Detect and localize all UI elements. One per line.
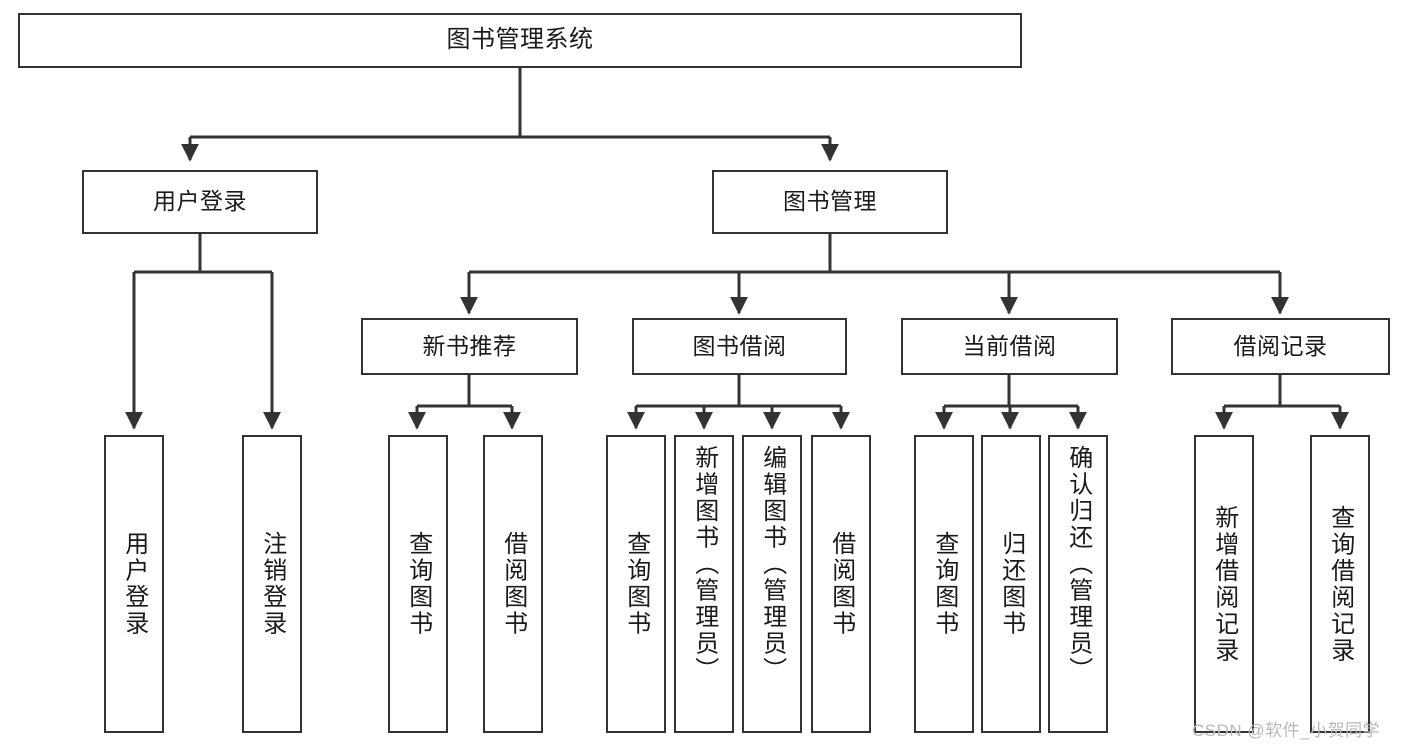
leaf-add-record[interactable]: 新增借阅记录 xyxy=(1194,435,1254,733)
leaf-edit-book-label: 编辑图书（管理员） xyxy=(758,445,786,684)
leaf-query-book-3-label: 查询图书 xyxy=(930,531,958,637)
leaf-query-record-label: 查询借阅记录 xyxy=(1326,504,1354,664)
node-current-borrow-label: 当前借阅 xyxy=(962,332,1057,359)
node-root-label: 图书管理系统 xyxy=(446,26,594,54)
node-borrow-record-label: 借阅记录 xyxy=(1233,332,1328,359)
leaf-return-book[interactable]: 归还图书 xyxy=(981,435,1041,733)
leaf-logout-login-label: 注销登录 xyxy=(258,531,286,637)
leaf-query-book-3[interactable]: 查询图书 xyxy=(914,435,974,733)
csdn-watermark: CSDN @软件_小贺同学 xyxy=(1192,721,1381,740)
leaf-add-book-label: 新增图书（管理员） xyxy=(690,445,718,684)
leaf-borrow-book-2-label: 借阅图书 xyxy=(827,531,855,637)
leaf-borrow-book-1-label: 借阅图书 xyxy=(499,531,527,637)
node-book-borrow-label: 图书借阅 xyxy=(692,332,787,359)
leaf-borrow-book-2[interactable]: 借阅图书 xyxy=(811,435,871,733)
leaf-add-record-label: 新增借阅记录 xyxy=(1210,504,1238,664)
node-user-login[interactable]: 用户登录 xyxy=(82,170,318,234)
leaf-confirm-return-label: 确认归还（管理员） xyxy=(1064,445,1092,684)
leaf-query-book-2-label: 查询图书 xyxy=(622,531,650,637)
leaf-return-book-label: 归还图书 xyxy=(997,531,1025,637)
leaf-logout-login[interactable]: 注销登录 xyxy=(242,435,302,733)
leaf-confirm-return[interactable]: 确认归还（管理员） xyxy=(1048,435,1108,733)
node-book-manage-label: 图书管理 xyxy=(783,188,877,215)
node-current-borrow[interactable]: 当前借阅 xyxy=(901,318,1118,375)
leaf-query-book-1[interactable]: 查询图书 xyxy=(388,435,448,733)
node-borrow-record[interactable]: 借阅记录 xyxy=(1171,318,1390,375)
node-book-borrow[interactable]: 图书借阅 xyxy=(632,318,847,375)
leaf-borrow-book-1[interactable]: 借阅图书 xyxy=(483,435,543,733)
node-root[interactable]: 图书管理系统 xyxy=(18,13,1022,68)
node-book-manage[interactable]: 图书管理 xyxy=(712,170,948,234)
leaf-query-book-1-label: 查询图书 xyxy=(404,531,432,637)
node-new-book-recommend[interactable]: 新书推荐 xyxy=(361,318,578,375)
node-user-login-label: 用户登录 xyxy=(153,188,247,215)
leaf-edit-book[interactable]: 编辑图书（管理员） xyxy=(742,435,802,733)
leaf-user-login-label: 用户登录 xyxy=(120,531,148,637)
leaf-add-book[interactable]: 新增图书（管理员） xyxy=(674,435,734,733)
leaf-query-record[interactable]: 查询借阅记录 xyxy=(1310,435,1370,733)
leaf-user-login[interactable]: 用户登录 xyxy=(104,435,164,733)
leaf-query-book-2[interactable]: 查询图书 xyxy=(606,435,666,733)
node-new-book-recommend-label: 新书推荐 xyxy=(422,332,517,359)
